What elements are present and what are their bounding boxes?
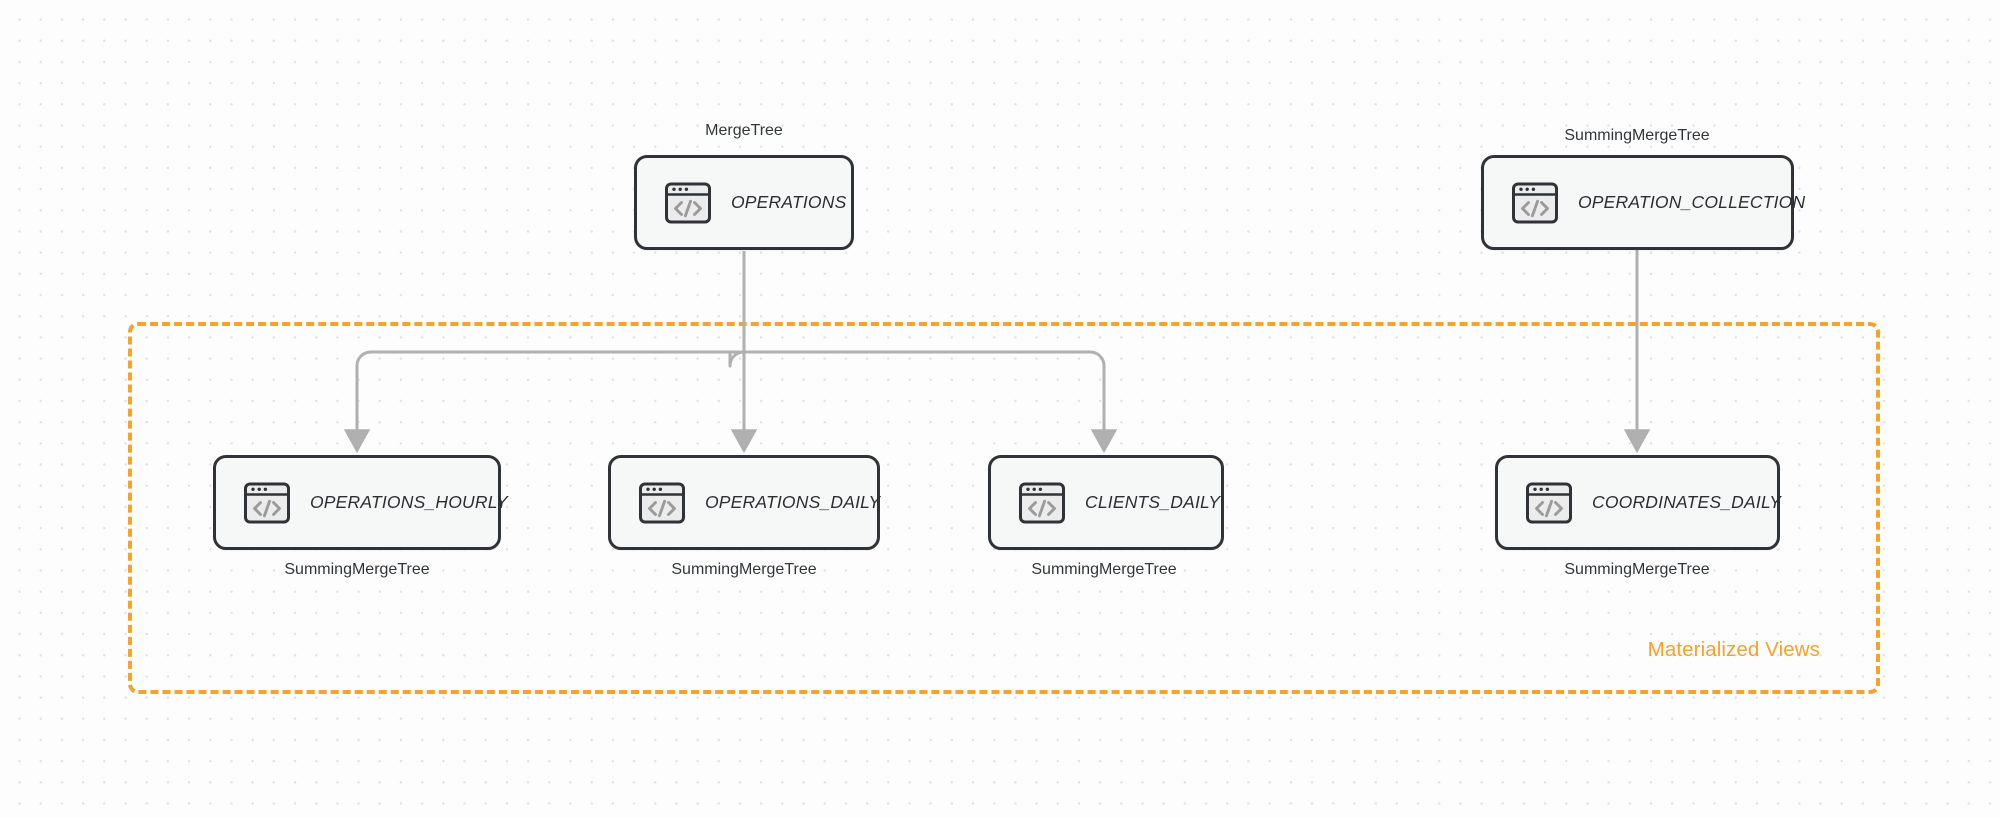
node-operations-hourly[interactable]: OPERATIONS_HOURLY bbox=[213, 455, 508, 550]
code-window-icon bbox=[1524, 478, 1574, 528]
node-title: COORDINATES_DAILY bbox=[1592, 492, 1782, 512]
node-title: OPERATIONS_HOURLY bbox=[310, 492, 508, 512]
node-title: OPERATIONS bbox=[731, 192, 847, 212]
engine-label-operations-daily: SummingMergeTree bbox=[671, 561, 817, 578]
node-clients-daily[interactable]: CLIENTS_DAILY bbox=[988, 455, 1224, 550]
code-window-icon bbox=[1510, 178, 1560, 228]
node-title: OPERATIONS_DAILY bbox=[705, 492, 881, 512]
node-operations-daily[interactable]: OPERATIONS_DAILY bbox=[608, 455, 880, 550]
materialized-views-group: Materialized Views bbox=[128, 322, 1880, 694]
engine-label-coordinates-daily: SummingMergeTree bbox=[1564, 561, 1710, 578]
node-coordinates-daily[interactable]: COORDINATES_DAILY bbox=[1495, 455, 1782, 550]
node-operation-collection[interactable]: OPERATION_COLLECTION bbox=[1481, 155, 1805, 250]
engine-label-operations: MergeTree bbox=[705, 122, 783, 139]
engine-label-operation-collection: SummingMergeTree bbox=[1564, 127, 1710, 144]
node-title: CLIENTS_DAILY bbox=[1085, 492, 1221, 512]
node-operations[interactable]: OPERATIONS bbox=[634, 155, 854, 250]
materialized-views-group-label: Materialized Views bbox=[1647, 638, 1820, 661]
code-window-icon bbox=[1017, 478, 1067, 528]
code-window-icon bbox=[242, 478, 292, 528]
code-window-icon bbox=[663, 178, 713, 228]
code-window-icon bbox=[637, 478, 687, 528]
engine-label-clients-daily: SummingMergeTree bbox=[1031, 561, 1177, 578]
node-title: OPERATION_COLLECTION bbox=[1578, 192, 1806, 212]
engine-label-operations-hourly: SummingMergeTree bbox=[284, 561, 430, 578]
